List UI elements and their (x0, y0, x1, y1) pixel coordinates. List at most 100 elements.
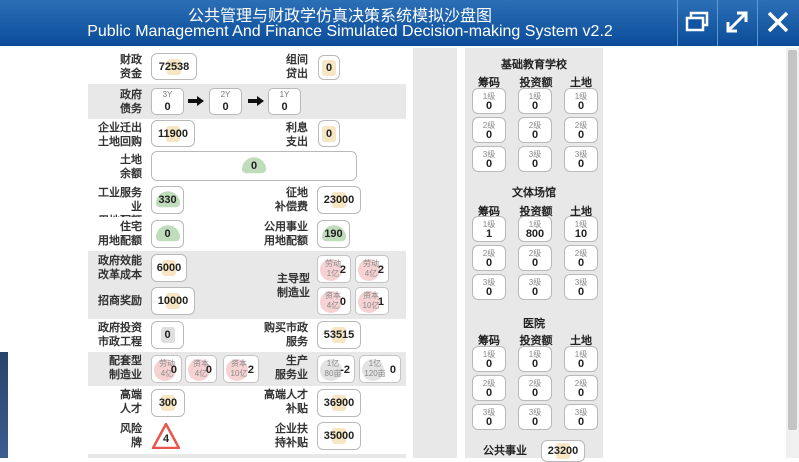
coin-bag-icon (166, 293, 180, 309)
support-mfg-token[interactable]: 资本 4亿 0 (185, 355, 217, 383)
cell-value: 0 (577, 416, 585, 428)
talent-subsidy-box[interactable]: 36900 (317, 389, 361, 417)
land-remaining-box[interactable]: 0 (151, 151, 357, 181)
token-tag: 资本 4亿 (325, 291, 341, 310)
risk-card-button[interactable]: 4 (152, 423, 180, 449)
cell-level: 1级 (482, 220, 496, 229)
scrollbar-thumb[interactable] (788, 50, 797, 430)
finance-funds-box[interactable]: 72538 (151, 53, 197, 80)
col-header-chips: 筹码 (478, 335, 500, 347)
coin-bag-icon (322, 125, 336, 142)
prod-service-token[interactable]: 1亿 120亩 0 (359, 355, 401, 383)
high-talent-box[interactable]: 300 (151, 389, 185, 417)
coin-bag-icon (332, 428, 346, 444)
cell-value: 0 (531, 358, 539, 370)
debt-1y-box[interactable]: 1Y 0 (268, 88, 301, 115)
restore-window-button[interactable] (679, 4, 715, 40)
interest-expense-box[interactable]: 0 (318, 120, 340, 147)
token-tag: 资本 10亿 (230, 359, 248, 378)
token-bg (320, 291, 342, 313)
cell-level: 1级 (574, 220, 588, 229)
cell-value: 0 (531, 257, 539, 269)
debt-3y-box[interactable]: 3Y 0 (151, 88, 184, 115)
relocation-buyback-box[interactable]: 11900 (151, 120, 195, 147)
col-header-land: 土地 (570, 77, 592, 89)
prod-service-token[interactable]: 1亿 80亩 -2 (317, 355, 355, 383)
col-header-investment: 投资额 (519, 335, 553, 347)
gov-muni-label: 政府投资 市政工程 (98, 322, 142, 348)
prod-service-label: 生产 服务业 (275, 355, 308, 381)
cell-level: 3级 (574, 408, 588, 417)
investment-reward-box[interactable]: 10000 (151, 287, 195, 315)
support-mfg-token[interactable]: 劳动 4亿 0 (151, 355, 182, 383)
enterprise-subsidy-label: 企业扶 持补贴 (275, 423, 308, 449)
row-band (88, 454, 406, 458)
industry-land-box[interactable]: 330 (151, 186, 184, 214)
gov-efficiency-box[interactable]: 6000 (151, 254, 187, 282)
leading-mfg-token[interactable]: 资本 10亿 1 (355, 287, 389, 315)
finance-funds-value: 72538 (158, 60, 190, 73)
enterprise-subsidy-box[interactable]: 35000 (317, 422, 361, 450)
token-value: 0 (389, 364, 396, 376)
close-button[interactable] (760, 4, 796, 40)
leading-mfg-token[interactable]: 劳动 4亿 2 (355, 255, 389, 283)
cell-value: 0 (485, 257, 493, 269)
buy-muni-box[interactable]: 53515 (317, 321, 361, 349)
support-mfg-token[interactable]: 资本 10亿 2 (223, 355, 259, 383)
public-land-box[interactable]: 190 (317, 220, 350, 248)
center-divider-strip (413, 48, 457, 458)
col-header-investment: 投资额 (519, 206, 553, 218)
row-band (88, 251, 406, 319)
leading-mfg-token[interactable]: 资本 4亿 0 (317, 287, 351, 315)
close-icon (767, 11, 789, 33)
gov-efficiency-label: 政府效能 改革成本 (98, 255, 142, 281)
public-utility-label: 公共事业 (483, 445, 527, 457)
gov-muni-box[interactable]: 0 (151, 321, 184, 349)
fullscreen-button[interactable] (719, 4, 755, 40)
cell-value: 0 (531, 286, 539, 298)
debt-2y-box[interactable]: 2Y 0 (209, 88, 242, 115)
section-title: 医院 (523, 318, 545, 330)
residential-land-box[interactable]: 0 (151, 220, 184, 248)
col-header-investment: 投资额 (519, 77, 553, 89)
coin-bag-icon (332, 192, 346, 208)
title-divider (757, 0, 758, 46)
leading-mfg-token[interactable]: 劳动 1亿 2 (317, 255, 351, 283)
vertical-scrollbar[interactable] (786, 48, 799, 458)
land-compensation-box[interactable]: 23000 (317, 186, 361, 214)
coin-bag-icon (332, 327, 346, 343)
public-utility-box[interactable]: 23200 (541, 440, 585, 462)
debt-3y-value: 0 (164, 101, 171, 113)
cell-value: 0 (577, 387, 585, 399)
group-loan-box[interactable]: 0 (318, 55, 340, 80)
cell-level: 2级 (574, 379, 588, 388)
coin-bag-icon (332, 395, 346, 411)
